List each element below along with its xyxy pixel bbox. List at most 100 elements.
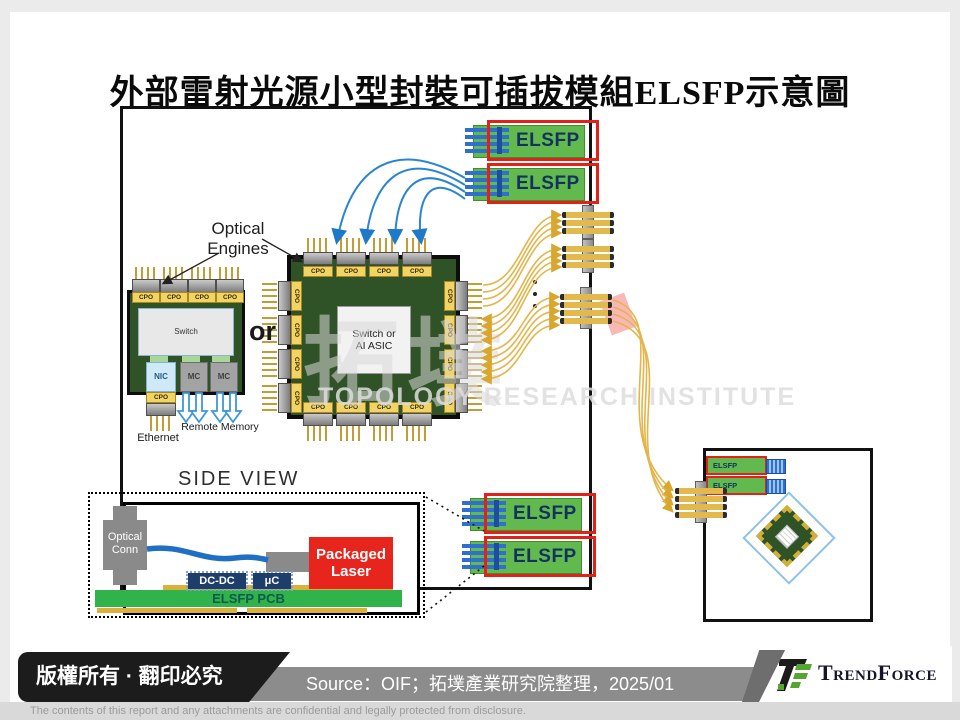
mpo-bar <box>675 504 727 510</box>
cpo-module: CPO <box>402 266 432 277</box>
mpo-bar <box>562 212 614 218</box>
cpo-connector <box>402 252 432 265</box>
cpo-module: CPO <box>291 281 302 311</box>
cpo-connector <box>303 252 333 265</box>
elsfp-red-frame <box>484 493 596 534</box>
cpo-module: CPO <box>132 292 160 303</box>
cpo-connector <box>278 383 291 413</box>
pad <box>182 356 200 362</box>
cpo-connector <box>160 279 188 293</box>
cpo-connector <box>402 413 432 426</box>
cpo-module: CPO <box>303 402 333 413</box>
optical-engines-label: Optical Engines <box>207 219 269 258</box>
cpo-pins <box>467 385 482 411</box>
copyright-banner: 版權所有 · 翻印必究 <box>18 652 290 702</box>
cpo-connector <box>278 315 291 345</box>
side-view-dotted-box <box>88 492 425 618</box>
cpo-connector <box>216 279 244 293</box>
cpo-connector <box>278 349 291 379</box>
elsfp-pcb-bar: ELSFP PCB <box>95 590 402 607</box>
mpo-connector-stack <box>562 205 614 239</box>
cpo-connector <box>303 413 333 426</box>
brand-name: TrendForce <box>818 660 937 685</box>
elsfp-red-frame <box>487 120 599 161</box>
cpo-module: CPO <box>336 266 366 277</box>
cpo-connector <box>132 279 160 293</box>
mpo-bar <box>560 302 612 308</box>
microcontroller-block: μC <box>251 571 293 591</box>
cpo-connector <box>146 403 176 416</box>
cpo-pins <box>307 426 329 441</box>
cpo-module: CPO <box>336 402 366 413</box>
cpo-pins <box>340 426 362 441</box>
cpo-connector <box>188 279 216 293</box>
cpo-module: CPO <box>444 349 455 379</box>
cpo-pins <box>373 238 395 253</box>
pcb-gold-strip <box>97 608 237 613</box>
mpo-bar <box>675 488 727 494</box>
or-label: or <box>249 316 276 346</box>
confidentiality-disclaimer: The contents of this report and any atta… <box>0 702 960 720</box>
cpo-pins <box>340 238 362 253</box>
mpo-bar <box>560 310 612 316</box>
page-title: 外部雷射光源小型封裝可插拔模組ELSFP示意圖 <box>109 74 851 112</box>
watermark-cjk: 拓墣 <box>303 311 511 418</box>
cpo-pins <box>373 426 395 441</box>
cpo-pins <box>135 267 155 280</box>
cpo-pins <box>307 238 329 253</box>
cpo-pins <box>406 238 428 253</box>
cpo-connector <box>455 315 468 345</box>
cpo-module: CPO <box>160 292 188 303</box>
remote-memory-label: Remote Memory <box>181 421 259 433</box>
ethernet-label: Ethernet <box>137 432 179 444</box>
optical-conn-tab-bottom <box>113 568 137 585</box>
cpo-module: CPO <box>291 349 302 379</box>
cpo-module: CPO <box>444 281 455 311</box>
mpo-bar <box>562 228 614 234</box>
cpo-pins <box>467 317 482 343</box>
pcb-gold-strip <box>247 608 367 613</box>
cpo-connector <box>336 413 366 426</box>
mpo-bar <box>560 294 612 300</box>
mpo-bar <box>562 246 614 252</box>
asic-die: Switch or AI ASIC <box>337 306 411 374</box>
cpo-module: CPO <box>291 383 302 413</box>
watermark-en: TOPOLOGY RESEARCH INSTITUTE <box>318 383 797 411</box>
dc-dc-block: DC-DC <box>186 571 248 591</box>
mpo-bar <box>562 220 614 226</box>
cpo-module: CPO <box>216 292 244 303</box>
optical-conn-tab-top <box>113 506 137 522</box>
cpo-module: CPO <box>146 392 176 403</box>
elsfp-label: ELSFP <box>516 173 580 194</box>
cpo-pins <box>262 351 277 377</box>
mpo-connector-stack <box>562 239 614 273</box>
brand-plate: TrendForce <box>758 646 952 704</box>
elsfp-red-frame <box>484 536 596 577</box>
elsfp-label: ELSFP <box>516 130 580 151</box>
mpo-bar <box>562 254 614 260</box>
pad <box>212 356 230 362</box>
cpo-connector <box>455 383 468 413</box>
packaged-laser-block: Packaged Laser <box>309 537 393 589</box>
cpo-module: CPO <box>369 402 399 413</box>
cpo-pins <box>467 351 482 377</box>
elsfp-module-small: ELSFP <box>706 456 767 475</box>
die-center <box>774 523 800 549</box>
nic-block: NIC <box>146 362 176 392</box>
source-banner: Source：OIF；拓墣產業研究院整理，2025/01 <box>232 667 778 701</box>
cpo-connector <box>336 252 366 265</box>
cpo-module: CPO <box>402 402 432 413</box>
cpo-connector <box>455 349 468 379</box>
cpo-pins <box>219 267 239 280</box>
cpo-connector <box>369 252 399 265</box>
cpo-connector <box>455 281 468 311</box>
cpo-module: CPO <box>291 315 302 345</box>
cpo-pins <box>262 385 277 411</box>
cpo-pins <box>467 283 482 309</box>
fiber-connector-icon <box>766 479 786 494</box>
cpo-module: CPO <box>444 383 455 413</box>
fiber-ferrule <box>266 552 310 572</box>
fiber-connector-icon <box>766 459 786 474</box>
cpo-module: CPO <box>369 266 399 277</box>
